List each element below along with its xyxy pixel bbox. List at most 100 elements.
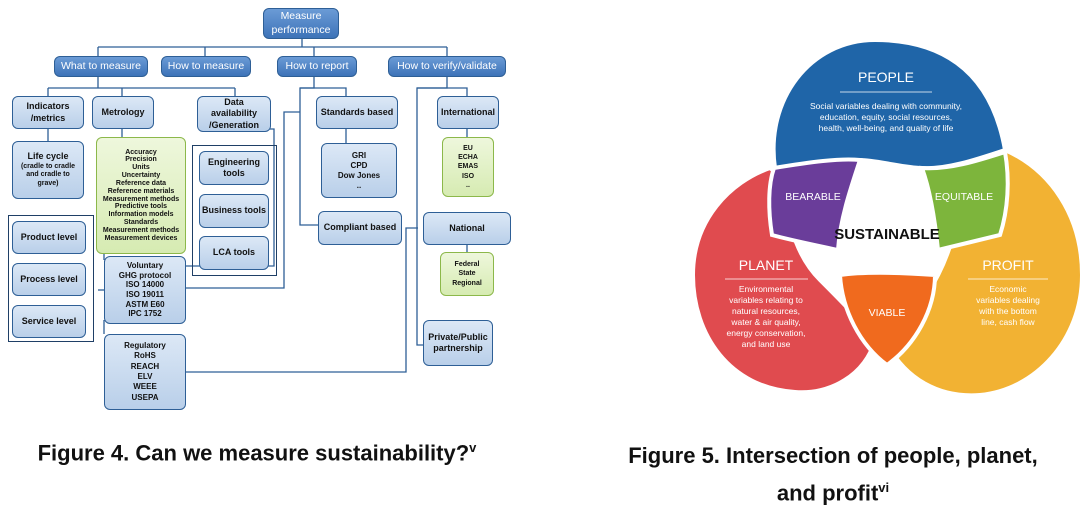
planet-desc-line: natural resources, (732, 306, 800, 316)
profit-desc-line: Economic (989, 284, 1027, 294)
regulatory-box: Regulatory RoHS REACH ELV WEEE USEPA (104, 334, 186, 410)
metrology-item: Reference materials (107, 187, 175, 195)
figure5-caption-sup: vi (878, 480, 890, 495)
national-item: State (458, 270, 476, 278)
voluntary-item: GHG protocol (118, 270, 172, 280)
people-desc-line: Social variables dealing with community, (810, 101, 962, 111)
international-list-box: EU ECHA EMAS ISO .. (442, 137, 494, 197)
planet-title: PLANET (739, 257, 794, 273)
standards-based-label: Standards based (320, 106, 394, 117)
metrology-item: Precision (125, 156, 157, 164)
figure4-caption-sup: v (469, 440, 477, 455)
voluntary-box: Voluntary GHG protocol ISO 14000 ISO 190… (104, 256, 186, 324)
metrology-item: Information models (108, 211, 174, 219)
how-to-verify-label: How to verify/validate (397, 59, 497, 72)
profit-title: PROFIT (982, 257, 1034, 273)
profit-desc-line: line, cash flow (981, 317, 1035, 327)
lifecycle-box: Life cycle (cradle to cradle and cradle … (12, 141, 84, 199)
regulatory-item: RoHS (134, 351, 156, 361)
figure5-caption: Figure 5. Intersection of people, planet… (578, 440, 1088, 509)
national-label: National (449, 222, 485, 233)
data-availability-label: Data availability /Generation (208, 97, 259, 130)
standards-item: Dow Jones (337, 170, 381, 180)
engineering-tools-label: Engineering tools (207, 156, 260, 178)
business-tools-box: Business tools (199, 194, 269, 228)
engineering-tools-box: Engineering tools (199, 151, 269, 185)
viable-label: VIABLE (869, 307, 906, 319)
indicators-label: Indicators /metrics (26, 101, 70, 123)
lca-tools-box: LCA tools (199, 236, 269, 270)
compliant-based-box: Compliant based (318, 211, 402, 245)
standards-list-box: GRI CPD Dow Jones .. (321, 143, 397, 198)
planet-desc-line: variables relating to (729, 295, 803, 305)
voluntary-item: ISO 19011 (126, 290, 164, 299)
bearable-label: BEARABLE (785, 191, 840, 203)
people-title: PEOPLE (858, 69, 914, 85)
process-level-label: Process level (20, 273, 78, 284)
how-to-measure-box: How to measure (161, 56, 251, 77)
tools-frame (192, 145, 277, 276)
planet-desc-line: Environmental (739, 284, 793, 294)
figure4-caption: Figure 4. Can we measure sustainability?… (12, 440, 502, 466)
private-public-label: Private/Public partnership (428, 331, 488, 353)
regulatory-item: REACH (130, 361, 160, 371)
planet-desc-line: and land use (742, 339, 791, 349)
standards-item: CPD (350, 160, 368, 170)
profit-desc-line: with the bottom (978, 306, 1037, 316)
national-box: National (423, 212, 511, 245)
voluntary-item: ASTM E60 (125, 299, 165, 309)
metrology-box: Metrology (92, 96, 154, 129)
figure4-caption-text: Figure 4. Can we measure sustainability? (37, 440, 470, 466)
process-level-box: Process level (12, 263, 86, 296)
what-to-measure-box: What to measure (54, 56, 148, 77)
standards-based-box: Standards based (316, 96, 398, 129)
how-to-report-box: How to report (277, 56, 357, 77)
lifecycle-label: Life cycle (27, 151, 69, 162)
metrology-item: Accuracy (125, 148, 157, 156)
national-item: Regional (452, 279, 482, 287)
metrology-list-box: Accuracy Precision Units Uncertainty Ref… (96, 137, 186, 254)
standards-item: .. (356, 180, 362, 190)
metrology-item: Measurement methods (102, 226, 180, 234)
sustainable-label: SUSTAINABLE (834, 226, 940, 243)
people-desc-line: health, well-being, and quality of life (819, 123, 954, 133)
people-circle (771, 40, 1008, 171)
metrology-item: Uncertainty (121, 172, 161, 180)
how-to-report-label: How to report (285, 59, 349, 72)
private-public-box: Private/Public partnership (423, 320, 493, 366)
product-level-box: Product level (12, 221, 86, 254)
voluntary-item: Voluntary (126, 261, 164, 271)
metrology-item: Units (132, 164, 150, 172)
metrology-item: Measurement devices (104, 234, 178, 242)
viable-region (837, 270, 938, 368)
how-to-verify-box: How to verify/validate (388, 56, 506, 77)
sustainability-venn-diagram: PEOPLE Social variables dealing with com… (690, 40, 1085, 398)
planet-desc-line: energy conservation, (727, 328, 806, 338)
indicators-metrics-box: Indicators /metrics (12, 96, 84, 129)
measure-performance-box: Measure performance (263, 8, 339, 39)
metrology-item: Predictive tools (114, 203, 168, 211)
figure5-caption-line2: and profit (776, 480, 879, 506)
planet-circle (690, 165, 878, 395)
service-level-label: Service level (21, 315, 77, 326)
metrology-item: Reference data (115, 179, 167, 187)
voluntary-item: ISO 14000 (125, 280, 165, 290)
international-label: International (440, 106, 495, 117)
metrology-item: Standards (123, 218, 159, 226)
product-level-label: Product level (20, 231, 78, 242)
regulatory-item: ELV (137, 372, 153, 381)
compliant-based-label: Compliant based (323, 222, 397, 233)
lifecycle-sublabel: (cradle to cradle and cradle to grave) (20, 162, 76, 188)
equitable-region (919, 149, 1010, 253)
international-item: ECHA (458, 154, 478, 162)
equitable-label: EQUITABLE (935, 191, 993, 203)
standards-item: GRI (351, 150, 367, 160)
figure5-caption-line1: Figure 5. Intersection of people, planet… (628, 443, 1038, 468)
people-desc-line: education, equity, social resources, (820, 112, 952, 122)
lca-tools-label: LCA tools (212, 247, 256, 258)
national-item: Federal (454, 260, 480, 268)
regulatory-item: WEEE (133, 382, 157, 392)
metrology-item: Measurement methods (102, 195, 180, 203)
international-item: EU (463, 145, 473, 153)
data-availability-box: Data availability /Generation (197, 96, 271, 132)
